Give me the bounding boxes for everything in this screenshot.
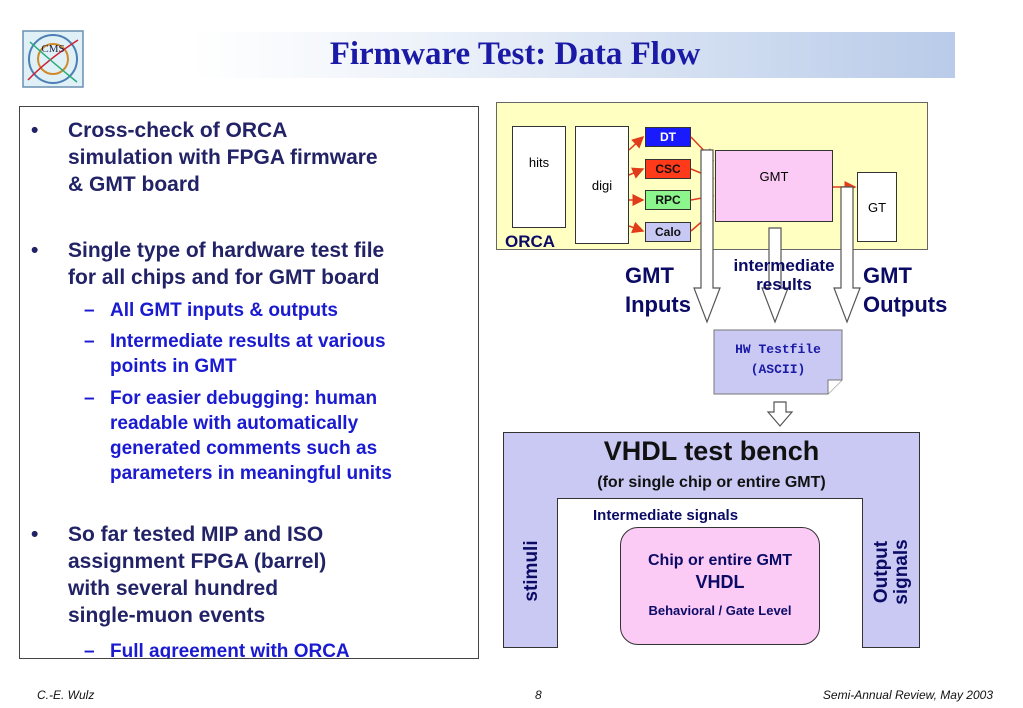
gt-box: GT (857, 172, 897, 242)
bullet-panel: • Cross-check of ORCA simulation with FP… (19, 106, 479, 659)
bullet-text: Cross-check of ORCA simulation with FPGA… (68, 119, 378, 196)
orca-label: ORCA (505, 232, 556, 251)
footer-author: C.-E. Wulz (37, 688, 95, 702)
cms-logo-icon: CMS (22, 30, 84, 88)
sub-bullet-text: For easier debugging: human readable wit… (110, 388, 392, 484)
arrow-digi-csc (628, 167, 645, 179)
chip-line2: VHDL (695, 572, 745, 592)
output-signals-label: Output signals (871, 539, 912, 605)
footer-event: Semi-Annual Review, May 2003 (822, 688, 993, 702)
stimuli-label: stimuli (521, 540, 542, 602)
detector-csc: CSC (645, 159, 691, 179)
chip-line3: Behavioral / Gate Level (648, 603, 792, 618)
gmt-inputs-arrow (693, 149, 721, 324)
sub-bullet: – For easier debugging: human readable w… (84, 386, 392, 486)
gmt-label: GMT (759, 168, 789, 184)
footer-page-number: 8 (535, 688, 542, 702)
dash-marker: – (84, 388, 95, 409)
gmt-outputs-arrow (833, 186, 861, 324)
gt-label: GT (867, 199, 887, 215)
hw-testfile-text: HW Testfile (ASCII) (714, 340, 842, 380)
intermediate-signals-label: Intermediate signals (593, 507, 739, 524)
bullet-marker: • (31, 239, 39, 262)
digi-box: digi (575, 126, 629, 244)
detector-rpc: RPC (645, 190, 691, 210)
bullet-2: • Single type of hardware test file for … (31, 237, 385, 291)
hits-box: hits (512, 126, 566, 228)
bullet-text: Single type of hardware test file for al… (68, 239, 385, 289)
sub-bullet: – Full agreement with ORCA (84, 639, 350, 659)
bullet-text: So far tested MIP and ISO assignment FPG… (68, 523, 327, 627)
hits-label: hits (528, 154, 550, 170)
sub-bullet-text: Full agreement with ORCA (110, 641, 350, 659)
sub-bullet: – All GMT inputs & outputs (84, 298, 338, 323)
dash-marker: – (84, 641, 95, 659)
hw-testfile-line1: HW Testfile (735, 342, 821, 357)
arrow-digi-dt (628, 135, 645, 151)
bullet-marker: • (31, 523, 39, 546)
intermediate-arrow (761, 227, 789, 324)
chip-line1: Chip or entire GMT (648, 552, 792, 569)
dash-marker: – (84, 300, 95, 321)
digi-label: digi (591, 177, 613, 193)
logo-text: CMS (41, 43, 64, 55)
bench-title: VHDL test bench (603, 436, 820, 466)
detector-dt: DT (645, 127, 691, 147)
sub-bullet-text: All GMT inputs & outputs (110, 300, 338, 321)
bench-subtitle: (for single chip or entire GMT) (597, 474, 826, 491)
hw-testfile-line2: (ASCII) (750, 362, 806, 377)
title-banner (190, 32, 955, 78)
gmt-outputs-label: GMT Outputs (863, 263, 948, 317)
intermediate-results-label: intermediate results (733, 256, 835, 294)
slide-title: Firmware Test: Data Flow (329, 36, 701, 72)
testfile-to-bench-arrow (766, 401, 794, 427)
chip-box: Chip or entire GMT VHDL Behavioral / Gat… (620, 527, 820, 645)
sub-bullet: – Intermediate results at various points… (84, 329, 386, 379)
bullet-3: • So far tested MIP and ISO assignment F… (31, 521, 327, 629)
gmt-box: GMT (715, 150, 833, 222)
dash-marker: – (84, 331, 95, 352)
arrow-digi-calo (628, 221, 645, 234)
sub-bullet-text: Intermediate results at various points i… (110, 331, 386, 377)
bullet-1: • Cross-check of ORCA simulation with FP… (31, 117, 378, 198)
gmt-inputs-label: GMT Inputs (625, 263, 691, 317)
detector-calo: Calo (645, 222, 691, 242)
bullet-marker: • (31, 119, 39, 142)
